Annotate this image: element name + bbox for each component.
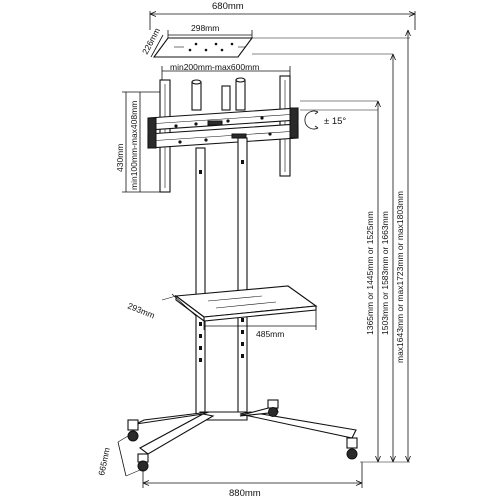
base-width-label: 880mm [229,488,261,499]
poles [195,137,248,415]
base [127,399,358,472]
top-width-dimension [149,11,416,30]
tv-bracket [147,75,299,193]
base-width-dimension [142,462,363,488]
height-2-label: 1503mm or 1583mm or 1663mm [380,211,390,335]
base-depth-dimension [117,435,141,477]
bracket-height-dimension [122,91,160,193]
height-1-label: 1365mm or 1445mm or 1525mm [365,211,375,335]
plate-width-dimension [167,30,253,38]
tilt-arc-icon [304,110,319,130]
shelf-width-label: 485mm [256,329,284,339]
tilt-label: ± 15° [324,116,346,127]
top-plate [152,37,254,58]
shelf-depth-dimension [161,293,197,317]
plate-width-label: 298mm [191,23,219,33]
caster-front-right [346,437,358,460]
caster-front-left [137,453,149,472]
caster-back-right [267,399,279,417]
top-width-label: 680mm [212,1,244,12]
vesa-horizontal-label: min200mm-max600mm [170,62,259,72]
vesa-vertical-label: min100mm-max408mm [129,101,139,190]
pole-height-holes [199,160,244,362]
height-reference-lines [252,29,411,463]
base-depth-label: 665mm [96,447,112,477]
bracket-height-label: 430mm [115,144,125,172]
shelf-depth-label: 293mm [126,301,156,321]
plate-depth-dimension [150,34,164,58]
height-3-label: max1643mm or max1723mm or max1803mm [395,191,405,363]
shelf-width-dimension [203,310,317,330]
caster-back-left [127,419,139,442]
